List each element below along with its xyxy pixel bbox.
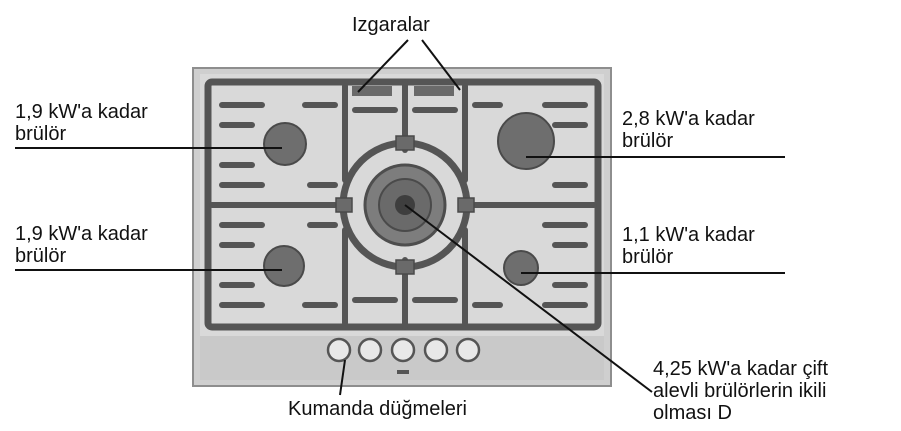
ring-support-right (457, 197, 475, 213)
knob-4 (423, 337, 449, 363)
label-grates-text: Izgaralar (352, 14, 430, 36)
label-burner-bottom-left: 1,9 kW'a kadar brülör (15, 223, 148, 267)
control-knobs (326, 337, 481, 363)
label-burner-top-right-line2: brülör (622, 130, 674, 152)
label-burner-bottom-right-line2: brülör (622, 246, 674, 268)
label-burner-bottom-left-line1: 1,9 kW'a kadar (15, 223, 148, 245)
label-knobs: Kumanda düğmeleri (288, 398, 467, 420)
label-center-burner-line3: olması D (653, 402, 732, 424)
brand-logo-mark (397, 370, 409, 374)
ring-support-bottom (395, 259, 415, 275)
knob-5 (455, 337, 481, 363)
burner-top-right (497, 112, 555, 170)
grate-handle-left (352, 86, 392, 96)
knob-1 (326, 337, 352, 363)
callout-lines (15, 39, 785, 396)
label-knobs-text: Kumanda düğmeleri (288, 398, 467, 420)
ring-support-left (335, 197, 353, 213)
label-burner-bottom-left-line2: brülör (15, 245, 67, 267)
label-burner-top-left: 1,9 kW'a kadar brülör (15, 101, 148, 145)
ring-support-top (395, 135, 415, 151)
label-center-burner: 4,25 kW'a kadar çift alevli brülörlerin … (653, 358, 828, 424)
knob-3 (390, 337, 416, 363)
label-burner-top-right: 2,8 kW'a kadar brülör (622, 108, 755, 152)
label-grates: Izgaralar (352, 14, 430, 36)
burner-top-left (263, 122, 307, 166)
label-center-burner-line1: 4,25 kW'a kadar çift (653, 358, 828, 380)
burner-bottom-left (263, 245, 305, 287)
label-burner-bottom-right-line1: 1,1 kW'a kadar (622, 224, 755, 246)
label-center-burner-line2: alevli brülörlerin ikili (653, 380, 827, 402)
label-burner-top-left-line1: 1,9 kW'a kadar (15, 101, 148, 123)
burner-bottom-right (503, 250, 539, 286)
grate-handle-right (414, 86, 454, 96)
label-burner-bottom-right: 1,1 kW'a kadar brülör (622, 224, 755, 268)
label-burner-top-left-line2: brülör (15, 123, 67, 145)
label-burner-top-right-line1: 2,8 kW'a kadar (622, 108, 755, 130)
knob-2 (357, 337, 383, 363)
